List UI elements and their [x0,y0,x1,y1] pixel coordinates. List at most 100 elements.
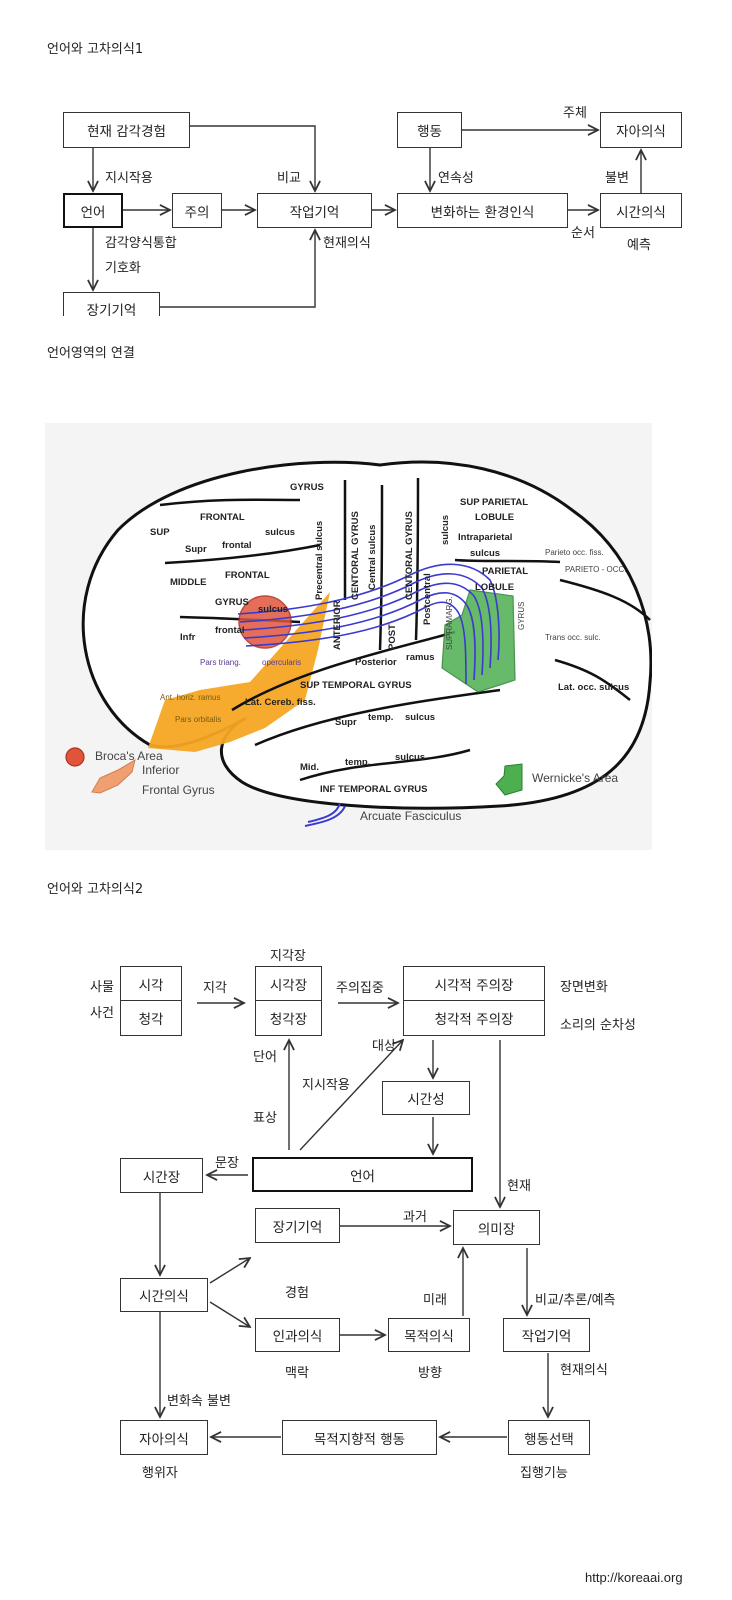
box-goal-directed-action: 목적지향적 행동 [282,1420,437,1455]
label-agent: 행위자 [142,1466,178,1481]
brain-label: PARIETO - OCC. [565,565,627,574]
label-focus: 주의집중 [336,981,384,996]
box-attention-field: 시각적 주의장 청각적 주의장 [403,966,545,1036]
box-vision: 시각 [121,967,181,1001]
brain-label: temp. [368,712,393,723]
arrow-time-to-causal [209,1301,250,1327]
brain-figure: GYRUS SUP FRONTAL Supr frontal sulcus MI… [45,423,653,850]
brain-label: Lat. Cereb. fiss. [245,697,316,708]
label-target: 대상 [372,1039,396,1054]
box-self-awareness: 자아의식 [600,112,682,148]
brain-label: PARIETAL [482,566,528,577]
brain-label: LOBULE [475,512,514,523]
brain-label: sulcus [395,752,425,763]
brain-label: Mid. [300,762,319,773]
brain-label: Supr [185,544,207,555]
label-continuity: 연속성 [438,171,474,186]
brain-label: Parieto occ. fiss. [545,548,604,557]
brain-label: frontal [222,540,252,551]
box-env-awareness: 변화하는 환경인식 [397,193,568,228]
brain-label: ANTERIOR [332,600,343,650]
brain-label: sulcus [258,604,288,615]
label-present-awareness: 현재의식 [323,236,371,251]
label-present-awareness-2: 현재의식 [560,1363,608,1378]
brain-label: SUPRAMARG. [445,596,454,650]
label-order: 순서 [571,226,595,241]
label-reference-2: 지시작용 [302,1078,350,1093]
brain-label: Infr [180,632,196,643]
footer-url: http://koreaai.org [585,1570,683,1585]
arrow-time-to-ltm [209,1258,250,1284]
brain-label: MIDDLE [170,577,206,588]
box-long-term-memory: 장기기억 [63,292,160,316]
wernicke-area-region [441,589,516,693]
legend-broca: Broca's Area [95,749,163,763]
label-compare-infer-predict: 비교/추론/예측 [535,1293,616,1308]
inferior-frontal-gyrus-region [148,592,330,752]
arcuate-fasciculus-fibers [237,563,500,685]
brain-label: LOBULE [475,582,514,593]
label-future: 미래 [423,1293,447,1308]
box-temporality: 시간성 [382,1081,470,1115]
label-compare: 비교 [277,171,301,186]
label-past: 과거 [403,1210,427,1225]
box-auditory-field: 청각장 [269,1012,308,1028]
label-experience: 경험 [285,1286,309,1301]
label-word: 단어 [253,1050,277,1065]
label-encoding: 기호화 [105,261,141,276]
section-title-1: 언어와 고차의식1 [47,42,144,57]
legend-ifg-line1: Inferior [142,763,180,777]
section-title-2: 언어영역의 연결 [47,346,135,361]
label-reference: 지시작용 [105,171,153,186]
box-visual-attention-field: 시각적 주의장 [404,967,544,1001]
brain-label: GYRUS [215,597,249,608]
box-working-memory-2: 작업기억 [503,1318,590,1352]
box-working-memory: 작업기억 [257,193,372,228]
legend-arcuate: Arcuate Fasciculus [360,809,462,823]
brain-label: temp. [345,757,370,768]
brain-label: FRONTAL [225,570,270,581]
box-meaning-field: 의미장 [453,1210,540,1245]
brain-label: Precentral sulcus [314,521,325,600]
label-events: 사건 [90,1006,114,1021]
legend-broca-icon [65,747,85,767]
brain-label: GYRUS [517,602,526,630]
brain-label: Posterior [355,657,397,668]
brain-label: Ant. horiz. ramus [160,693,220,702]
legend-ifg-line2: Frontal Gyrus [142,783,215,797]
box-perceptual-field: 시각장 청각장 [255,966,322,1036]
label-present: 현재 [507,1179,531,1194]
brain-label: sulcus [265,527,295,538]
section-title-3: 언어와 고차의식2 [47,882,144,897]
brain-sulci [159,477,651,782]
brain-label: ramus [406,652,435,663]
legend-ifg-icon [91,758,136,794]
brain-label: INF TEMPORAL GYRUS [320,784,428,795]
brain-label: FRONTAL [200,512,245,523]
box-time-awareness-2: 시간의식 [120,1278,208,1312]
label-executive-function: 집행기능 [520,1466,568,1481]
brain-label: CENTORAL GYRUS [404,511,415,600]
label-objects: 사물 [90,980,114,995]
brain-label: Intraparietal [458,532,512,543]
brain-label: GYRUS [290,482,324,493]
brain-label: frontal [215,625,245,636]
label-subject: 주체 [563,106,587,121]
label-sentence: 문장 [215,1156,239,1171]
brain-label: Central sulcus [367,525,378,590]
label-prediction: 예측 [627,238,651,253]
box-attention: 주의 [172,193,222,228]
brain-label: Lat. occ. sulcus [558,682,629,693]
brain-label: opercularis [262,658,301,667]
legend-wernicke-icon [495,763,523,796]
label-scene-change: 장면변화 [560,980,608,995]
box-current-sense: 현재 감각경험 [63,112,190,148]
brain-label: POST [387,624,398,650]
brain-label: sulcus [405,712,435,723]
box-long-term-memory-2: 장기기억 [255,1208,340,1243]
brain-illustration: GYRUS SUP FRONTAL Supr frontal sulcus MI… [65,460,653,827]
box-senses: 시각 청각 [120,966,182,1036]
brain-labels: GYRUS SUP FRONTAL Supr frontal sulcus MI… [150,482,629,795]
brain-label: SUP [150,527,170,538]
label-invariance: 불변 [605,171,629,186]
